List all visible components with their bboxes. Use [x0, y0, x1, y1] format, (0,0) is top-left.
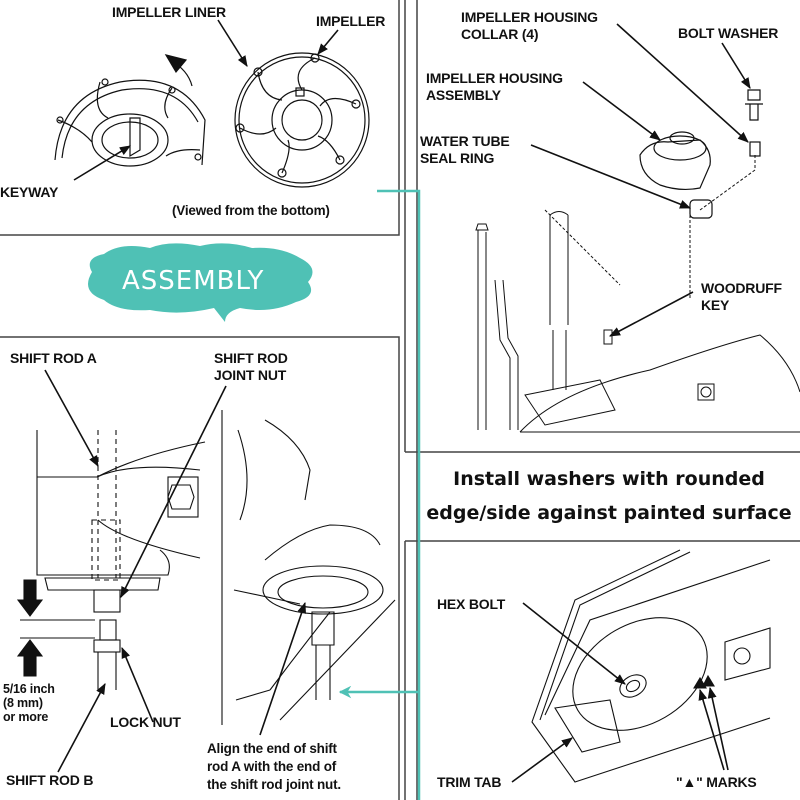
label-water-tube-seal-ring: WATER TUBE SEAL RING — [420, 133, 510, 166]
assembly-cloud — [88, 243, 313, 322]
impeller-panel-frame — [0, 0, 400, 236]
label-impeller-liner: IMPELLER LINER — [112, 4, 226, 20]
label-shift-rod-a: SHIFT ROD A — [10, 350, 97, 366]
label-triangle-marks: "▲" MARKS — [676, 774, 757, 790]
impeller-bottom-view — [234, 52, 370, 188]
housing-leaders — [530, 23, 751, 337]
label-impeller-housing-collar: IMPELLER HOUSING COLLAR (4) — [461, 9, 598, 42]
label-trim-tab: TRIM TAB — [437, 774, 502, 790]
label-shift-rod-joint-nut: SHIFT ROD JOINT NUT — [214, 350, 288, 383]
teal-connectors — [338, 189, 421, 800]
label-lock-nut: LOCK NUT — [110, 714, 181, 730]
shift-rod-leaders — [44, 369, 306, 773]
label-impeller-housing-assembly: IMPELLER HOUSING ASSEMBLY — [426, 70, 563, 103]
impeller-side-view — [54, 54, 206, 167]
washer-install-note: Install washers with rounded edge/side a… — [426, 468, 792, 524]
impeller-leaders — [73, 19, 339, 181]
trim-tab-drawing — [531, 549, 771, 783]
label-hex-bolt: HEX BOLT — [437, 596, 506, 612]
label-impeller: IMPELLER — [316, 13, 386, 29]
label-viewed-from-bottom: (Viewed from the bottom) — [172, 203, 330, 218]
label-keyway: KEYWAY — [0, 184, 59, 200]
label-bolt-washer: BOLT WASHER — [678, 25, 779, 41]
label-shift-rod-b: SHIFT ROD B — [6, 772, 94, 788]
trim-leaders — [511, 602, 729, 783]
label-gap-measurement: 5/16 inch (8 mm) or more — [3, 682, 55, 724]
connector-impeller-to-housing — [377, 189, 421, 340]
label-woodruff-key: WOODRUFF KEY — [701, 280, 782, 313]
shift-rod-panel-frame — [0, 336, 400, 800]
assembly-banner: ASSEMBLY — [122, 266, 265, 296]
align-instruction-note: Align the end of shift rod A with the en… — [207, 741, 341, 792]
impeller-housing-drawing — [639, 89, 763, 219]
gearcase-drawing — [475, 155, 800, 433]
shift-rod-drawing — [16, 410, 396, 725]
